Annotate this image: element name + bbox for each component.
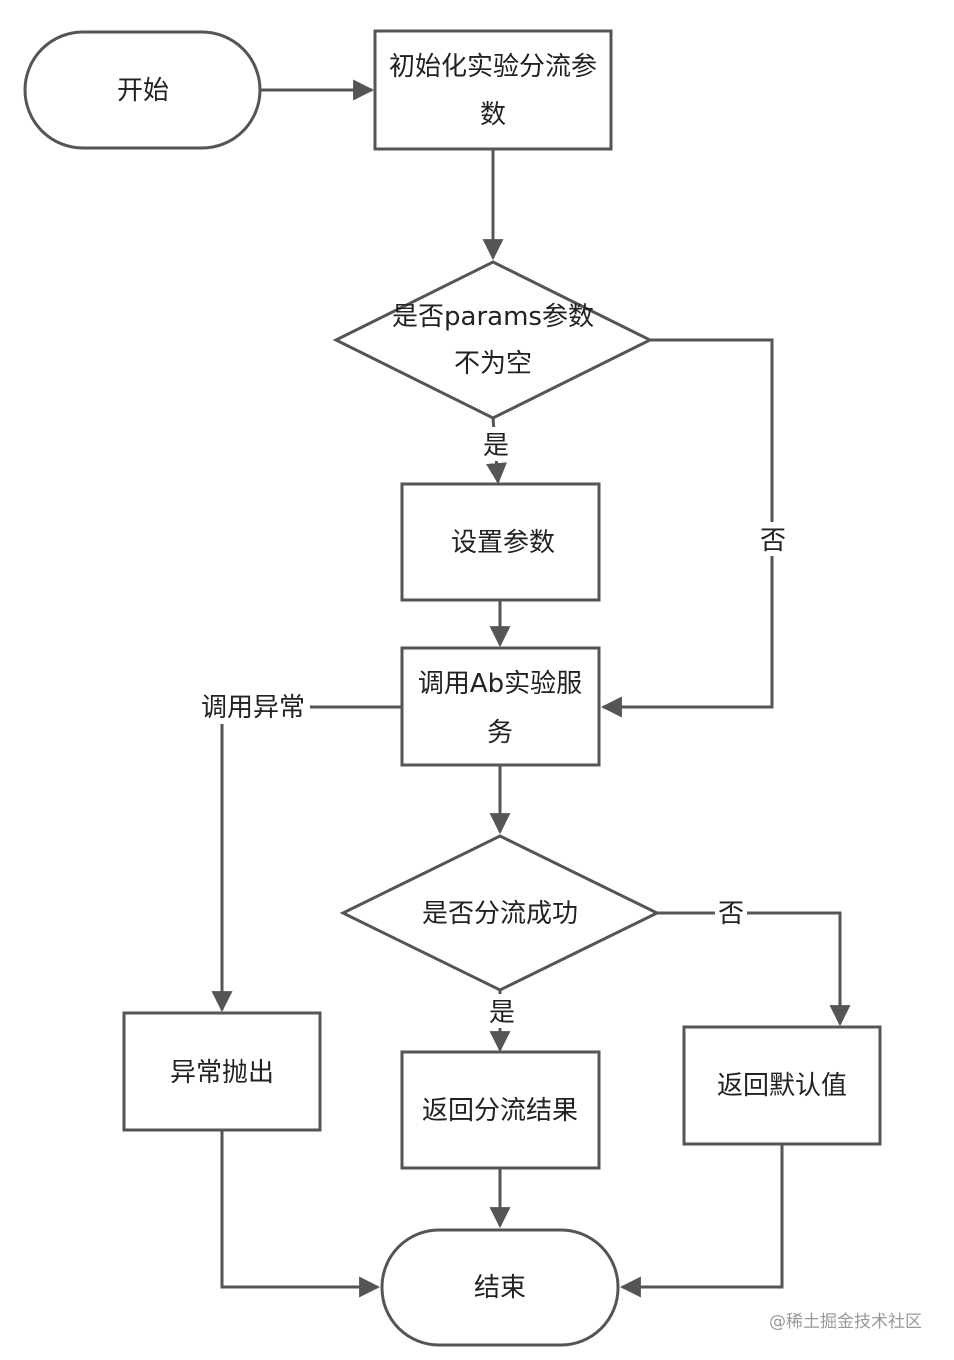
return-default-box [682,1025,882,1146]
start-terminator [23,30,262,150]
check-split-diamond [339,834,661,992]
init-params-box [373,29,613,151]
edge-check-params-no [600,338,774,718]
check-params-label-line2: 不为空 [454,349,532,379]
return-result-node: 返回分流结果 [400,1050,601,1170]
call-exception-label: 调用异常 [201,693,305,723]
edge-exception-to-end [220,1131,381,1298]
split-yes-label: 是 [489,998,515,1028]
throw-exception-label: 异常抛出 [170,1058,274,1088]
edge-check-split-no [657,911,851,1027]
set-params-box [400,482,601,602]
edge-default-to-end [619,1145,784,1298]
end-label: 结束 [474,1273,526,1303]
start-node: 开始 [23,30,262,150]
call-ab-label-line1: 调用Ab实验服 [418,669,582,699]
return-default-label: 返回默认值 [717,1071,847,1101]
watermark: @稀土掘金技术社区 [769,1312,922,1332]
end-node: 结束 [380,1228,620,1347]
call-ab-label-line2: 务 [487,718,513,748]
check-params-diamond [332,260,654,420]
return-default-node: 返回默认值 [682,1025,882,1146]
edge-call-exception [211,705,401,1013]
params-no-label: 否 [760,526,786,556]
check-params-label-line1: 是否params参数 [392,302,594,332]
set-params-label: 设置参数 [451,528,555,558]
call-ab-node: 调用Ab实验服 务 [400,646,601,767]
split-no-label: 否 [718,899,744,929]
init-params-node: 初始化实验分流参 数 [373,29,613,151]
start-label: 开始 [117,76,169,106]
init-params-label-line2: 数 [480,100,506,130]
return-result-box [400,1050,601,1170]
check-split-label: 是否分流成功 [422,899,578,929]
throw-exception-box [122,1011,322,1132]
return-result-label: 返回分流结果 [422,1096,578,1126]
check-split-node: 是否分流成功 [339,834,661,992]
call-ab-box [400,646,601,767]
set-params-node: 设置参数 [400,482,601,602]
check-params-node: 是否params参数 不为空 [332,260,654,420]
edge-labels: 是 否 调用异常 是 否 [196,427,789,1028]
params-yes-label: 是 [483,431,509,461]
throw-exception-node: 异常抛出 [122,1011,322,1132]
init-params-label-line1: 初始化实验分流参 [389,52,597,82]
end-terminator [380,1228,620,1347]
